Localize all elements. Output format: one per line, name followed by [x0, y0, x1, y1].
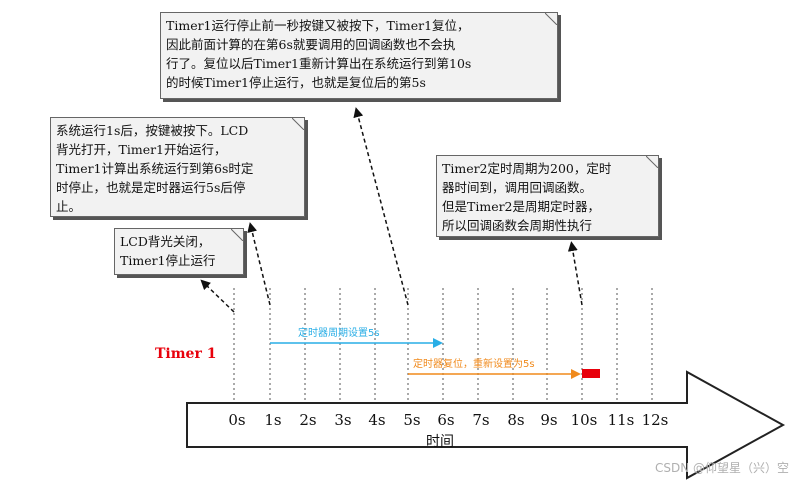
note2-line: 背光打开，Timer1开始运行，	[56, 142, 227, 157]
watermark: CSDN @仰望星（兴）空	[654, 461, 789, 475]
tick-label-8s: 8s	[507, 411, 524, 429]
tick-label-4s: 4s	[368, 411, 385, 429]
note4-line: Timer1停止运行	[120, 253, 216, 268]
tick-label-5s: 5s	[403, 411, 420, 429]
note-lcd-off: LCD背光关闭， Timer1停止运行	[114, 228, 244, 275]
note2-line: 时停止，也就是定时器运行5s后停	[56, 180, 246, 195]
folded-corner-icon	[292, 118, 304, 130]
folded-corner-icon	[646, 156, 658, 168]
tick-labels: 0s 1s 2s 3s 4s 5s 6s 7s 8s 9s 10s 11s 12…	[228, 411, 668, 429]
tick-label-0s: 0s	[228, 411, 245, 429]
note1-line: 因此前面计算的在第6s就要调用的回调函数也不会执	[166, 37, 456, 52]
period-arrow: 定时器周期设置5s	[270, 326, 443, 348]
note1-line: 行了。复位以后Timer1重新计算出在系统运行到第10s	[166, 56, 472, 71]
pointer-note1	[353, 107, 409, 306]
tick-label-2s: 2s	[299, 411, 316, 429]
note3-line: 器时间到，调用回调函数。	[442, 180, 593, 195]
note1-line: 的时候Timer1停止运行，也就是复位后的第5s	[166, 75, 426, 90]
note2-line: 系统运行1s后，按键被按下。LCD	[56, 123, 249, 138]
note2-line: 止。	[56, 199, 82, 214]
note3-line: 所以回调函数会周期性执行	[442, 218, 593, 233]
note-timer1-reset: Timer1运行停止前一秒按键又被按下，Timer1复位， 因此前面计算的在第6…	[160, 12, 558, 99]
tick-label-3s: 3s	[334, 411, 351, 429]
pointer-note3	[567, 241, 583, 306]
reset-arrow: 定时器复位，重新设置为5s	[408, 357, 581, 379]
tick-label-11s: 11s	[608, 411, 635, 429]
timer1-label: Timer 1	[155, 346, 216, 362]
pointer-note4	[200, 279, 235, 313]
note3-line: Timer2定时周期为200，定时	[442, 161, 612, 176]
tick-label-1s: 1s	[264, 411, 281, 429]
tick-label-12s: 12s	[642, 411, 669, 429]
axis-title: 时间	[426, 434, 454, 450]
folded-corner-icon	[545, 13, 557, 25]
note1-line: Timer1运行停止前一秒按键又被按下，Timer1复位，	[166, 18, 470, 33]
folded-corner-icon	[231, 229, 243, 241]
tick-label-10s: 10s	[571, 411, 598, 429]
period-arrow-label: 定时器周期设置5s	[298, 326, 380, 339]
pointer-arrows	[200, 107, 583, 313]
pointer-note2	[247, 222, 271, 306]
timeline-arrow	[186, 370, 786, 480]
note3-line: 但是Timer2是周期定时器，	[442, 199, 601, 214]
note2-line: Timer1计算出系统运行到第6s时定	[56, 161, 254, 176]
timer-end-marker	[582, 369, 600, 378]
tick-label-7s: 7s	[472, 411, 489, 429]
note4-line: LCD背光关闭，	[120, 234, 211, 249]
note-keypress: 系统运行1s后，按键被按下。LCD 背光打开，Timer1开始运行， Timer…	[50, 117, 305, 217]
note-timer2-periodic: Timer2定时周期为200，定时 器时间到，调用回调函数。 但是Timer2是…	[436, 155, 659, 237]
tick-label-6s: 6s	[437, 411, 454, 429]
tick-label-9s: 9s	[540, 411, 557, 429]
second-gridlines	[233, 288, 653, 403]
reset-arrow-label: 定时器复位，重新设置为5s	[413, 357, 535, 370]
